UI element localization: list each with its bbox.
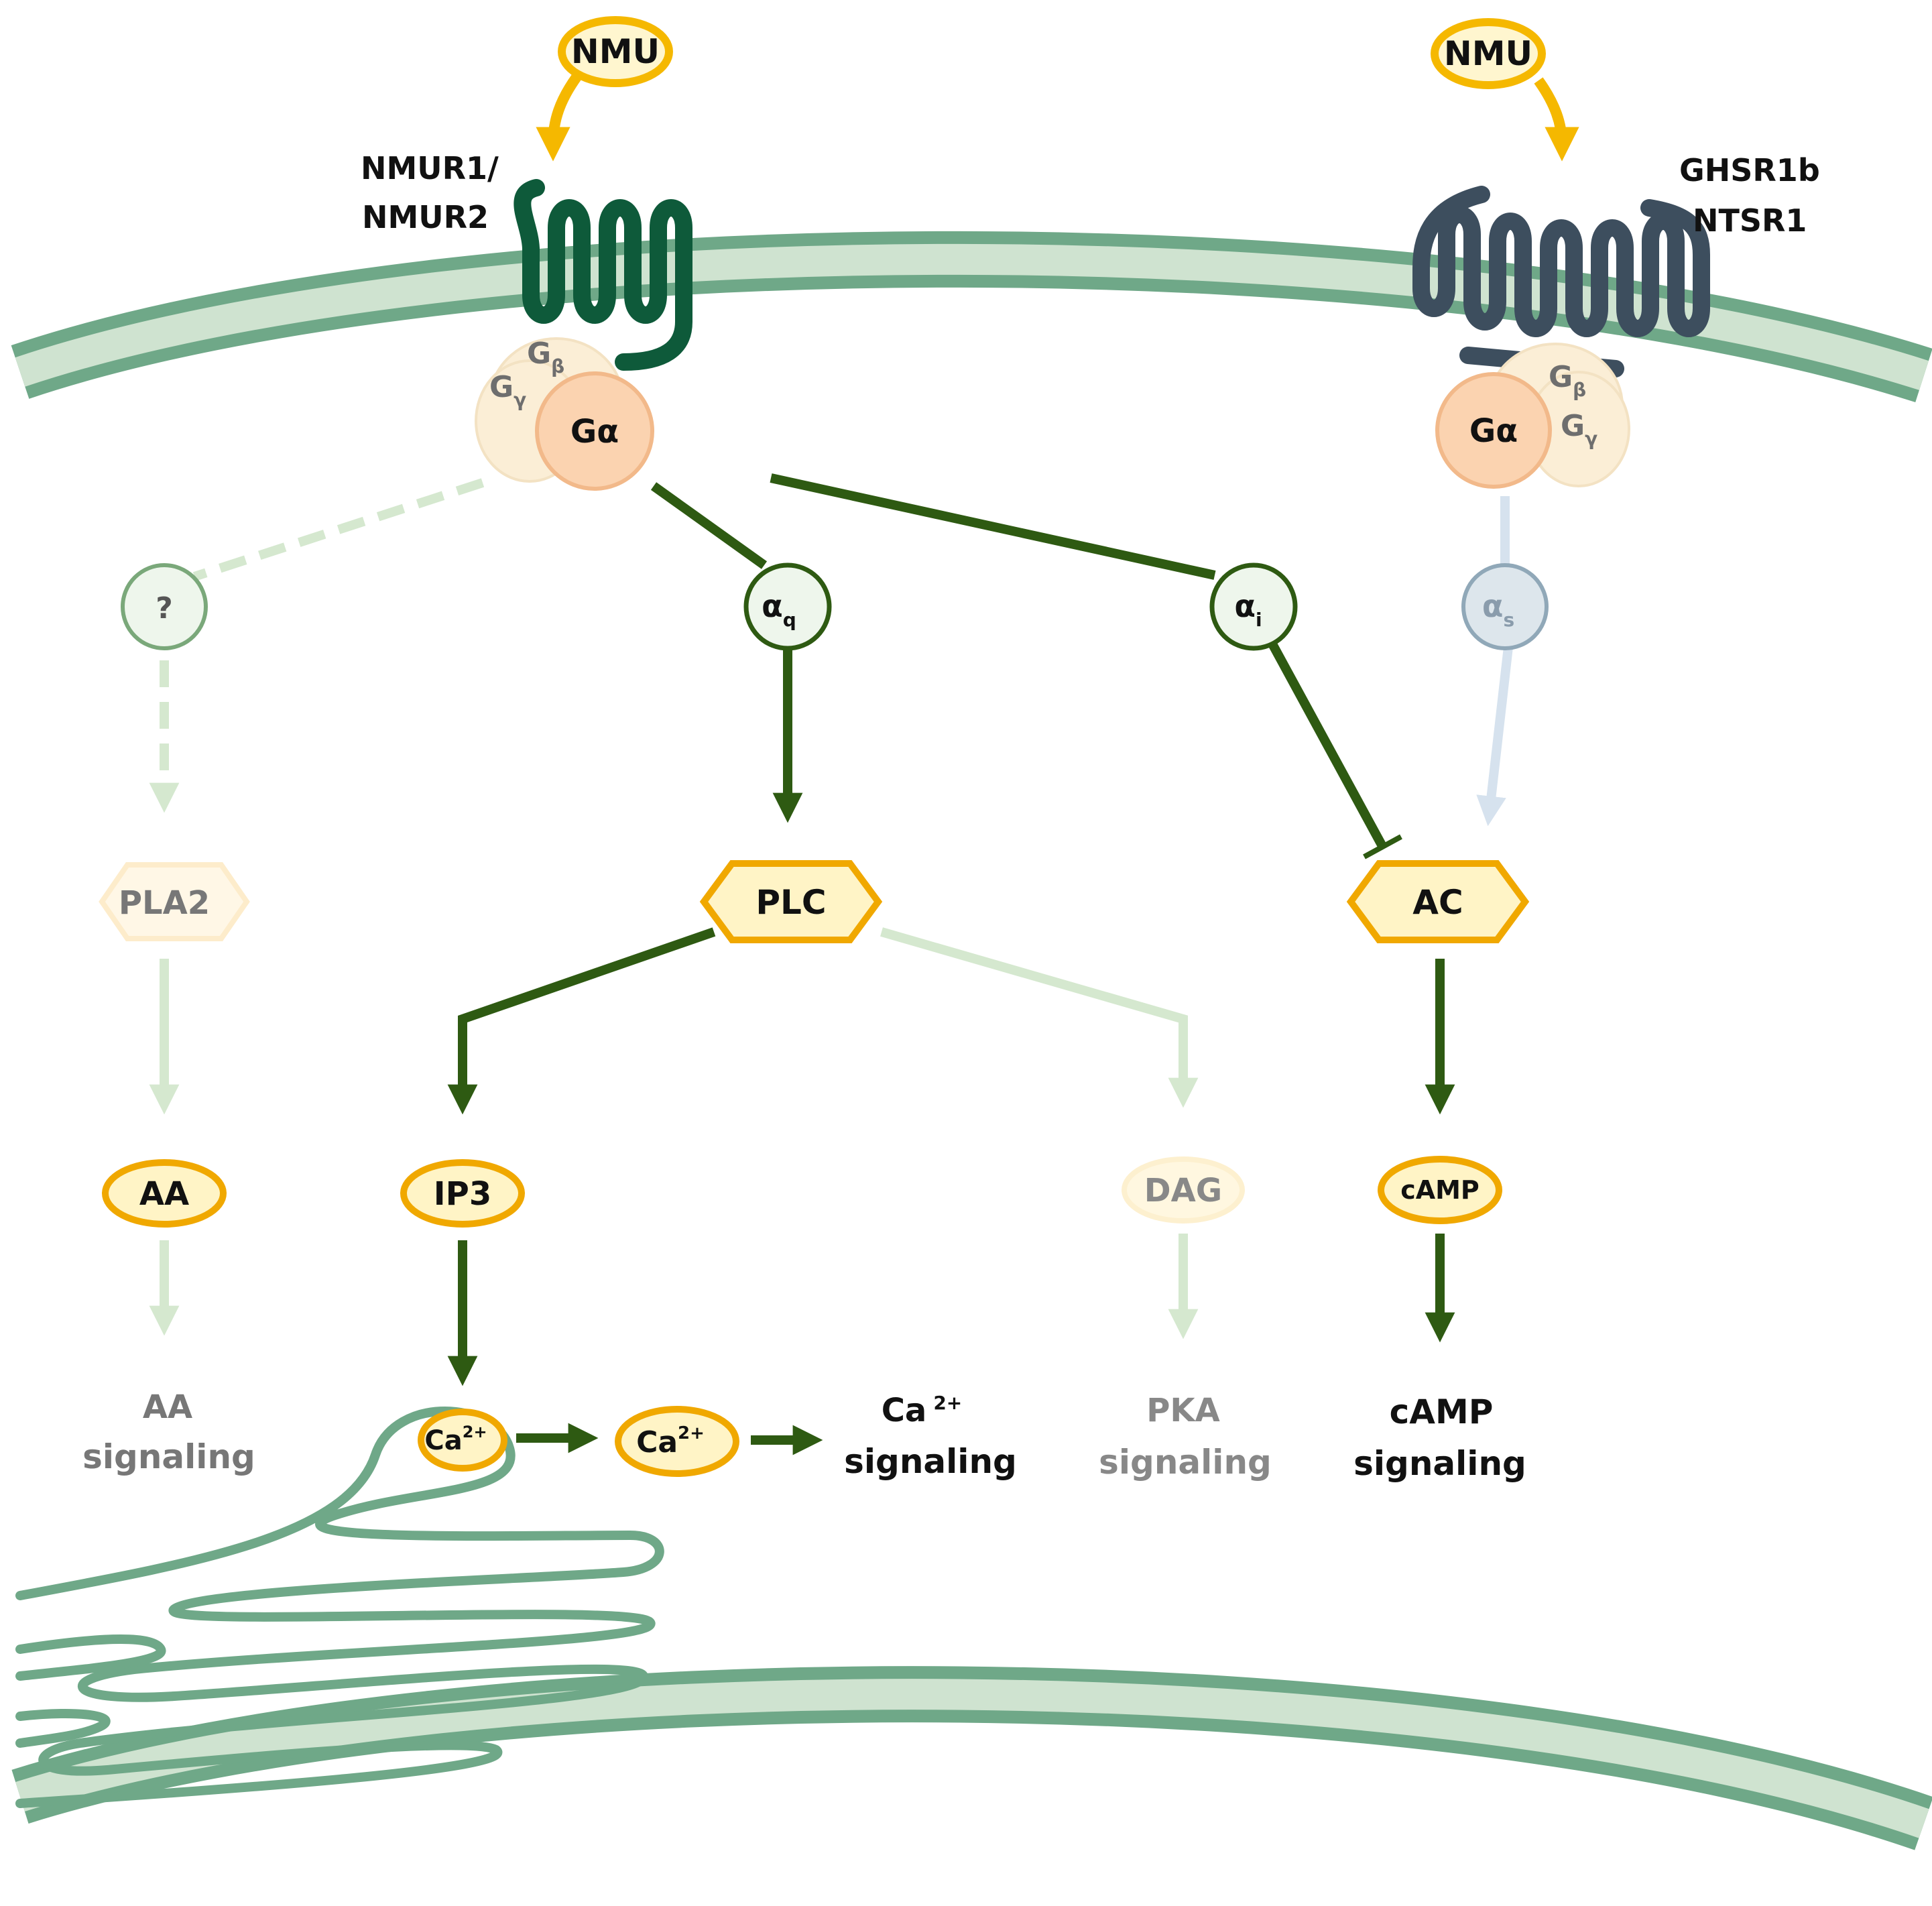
nmu-label-right: NMU (1444, 34, 1532, 73)
plc-label: PLC (756, 883, 826, 922)
nmu-binding-arrow-left (536, 74, 581, 162)
unknown-node: ? (121, 563, 208, 650)
ac-label: AC (1412, 883, 1463, 922)
alpha-i-node: αi (1209, 562, 1298, 651)
nmu-binding-arrow-right (1534, 77, 1579, 162)
link-gprotein-aq (650, 482, 768, 569)
dag-label: DAG (1144, 1172, 1222, 1209)
camp-messenger: cAMP (1378, 1156, 1502, 1224)
alpha-i-label: αi (1234, 588, 1262, 631)
receptor-nmur1-nmur2 (514, 179, 692, 371)
plasma-membrane (11, 231, 1932, 403)
ca-er-messenger: Ca2+ (418, 1409, 507, 1472)
link-gprotein-unknown (192, 478, 485, 581)
camp-signaling-output: cAMP signaling (1353, 1392, 1526, 1483)
g-protein-right: Gβ Gγ Gα (1435, 343, 1630, 489)
receptor-label-right-2: NTSR1 (1693, 202, 1807, 239)
ca-er-label: Ca2+ (424, 1423, 487, 1456)
receptor-label-left-1: NMUR1/ (361, 150, 499, 186)
pka-signaling-output: PKA signaling (1099, 1392, 1272, 1482)
nmu-ligand-left: NMU (558, 16, 673, 87)
aa-signaling-line1: AA (143, 1388, 192, 1426)
pka-signaling-line1: PKA (1146, 1392, 1220, 1429)
nmu-ligand-right: NMU (1431, 18, 1546, 89)
ca-cyto-messenger: Ca2+ (615, 1406, 739, 1477)
g-alpha-label-right: Gα (1469, 412, 1518, 450)
link-gprotein-ai (770, 473, 1216, 580)
alpha-q-label: αq (762, 588, 796, 631)
aa-signaling-output: AA signaling (82, 1388, 255, 1476)
g-protein-left: Gβ Gγ Gα (475, 337, 654, 491)
endoplasmic-reticulum (15, 1407, 664, 1808)
pla2-enzyme: PLA2 (99, 862, 250, 941)
ca-signaling-line2: signaling (844, 1442, 1017, 1481)
plc-enzyme: PLC (699, 860, 883, 943)
aa-messenger: AA (102, 1159, 227, 1228)
camp-signaling-line2: signaling (1353, 1444, 1526, 1483)
alpha-s-label: αs (1482, 588, 1514, 631)
g-beta-label-right: Gβ (1549, 360, 1586, 401)
link-as-ac (1476, 646, 1513, 827)
g-alpha-label-left: Gα (570, 413, 619, 451)
unknown-label: ? (156, 591, 173, 626)
alpha-s-node: αs (1461, 563, 1549, 650)
nmu-label-left: NMU (571, 32, 660, 71)
receptor-label-right-1: GHSR1b (1679, 152, 1820, 188)
link-plc-ip3 (447, 927, 716, 1115)
g-beta-label-left: Gβ (527, 337, 564, 377)
ca-cyto-label: Ca2+ (636, 1423, 705, 1460)
pka-signaling-line2: signaling (1099, 1443, 1272, 1482)
pla2-label: PLA2 (119, 884, 210, 922)
dag-messenger: DAG (1122, 1156, 1245, 1224)
ip3-label: IP3 (434, 1175, 491, 1213)
inhibition-bar (1363, 834, 1402, 859)
aa-signaling-line2: signaling (82, 1437, 255, 1476)
link-plc-dag (880, 927, 1199, 1108)
ip3-messenger: IP3 (400, 1159, 525, 1228)
aa-label: AA (139, 1175, 189, 1213)
g-gamma-label-left: Gγ (489, 370, 526, 411)
link-ai-ac-inhibit (1266, 638, 1387, 849)
receptor-label-left-2: NMUR2 (362, 199, 489, 235)
nuclear-envelope (11, 1666, 1932, 1850)
g-gamma-label-right: Gγ (1561, 409, 1597, 450)
camp-signaling-line1: cAMP (1390, 1392, 1494, 1431)
camp-label: cAMP (1400, 1175, 1480, 1205)
ac-enzyme: AC (1346, 860, 1530, 943)
alpha-q-node: αq (743, 562, 832, 651)
